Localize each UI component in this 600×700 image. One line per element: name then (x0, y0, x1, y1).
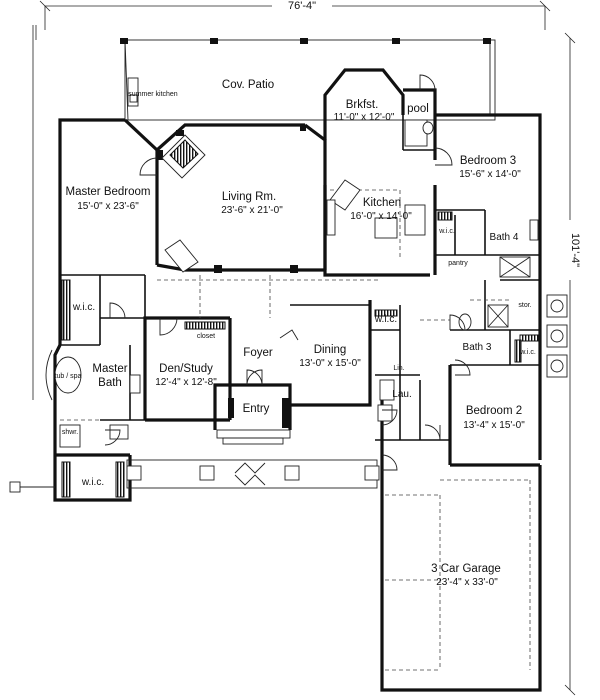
closets (61, 211, 539, 498)
bath-fixtures (45, 119, 531, 448)
room-wic-lower: w.i.c. (81, 477, 104, 488)
room-entry: Entry (243, 403, 270, 415)
room-brkfst-dims: 11'-0" x 12'-0" (334, 112, 395, 123)
room-bedroom-2-dims: 13'-4" x 15'-0" (463, 420, 525, 431)
dashed-lines (60, 189, 531, 671)
room-kitchen: Kitchen (363, 197, 401, 209)
room-pantry: pantry (448, 260, 468, 267)
room-brkfst: Brkfst. (346, 99, 379, 111)
right-dimension: 101'-4" (560, 32, 581, 696)
room-stor: stor. (518, 302, 531, 309)
room-lau: Lau. (392, 389, 411, 400)
columns (157, 125, 306, 428)
room-pool: pool (407, 103, 429, 115)
room-foyer: Foyer (243, 347, 273, 359)
room-dining: Dining (314, 344, 347, 356)
room-bath-4: Bath 4 (490, 232, 519, 243)
room-bedroom-3: Bedroom 3 (460, 155, 516, 167)
room-cov-patio: Cov. Patio (222, 79, 274, 91)
room-master-bedroom: Master Bedroom (65, 186, 150, 198)
overall-depth-label: 101'-4" (569, 233, 581, 267)
room-shwr: shwr. (62, 429, 78, 436)
room-bath-3: Bath 3 (463, 342, 492, 353)
room-master-bath: Master (92, 363, 127, 375)
room-den-study-dims: 12'-4" x 12'-8" (155, 377, 217, 388)
patio-outline (120, 38, 496, 121)
room-lin: Lin. (393, 365, 404, 372)
room-den-study: Den/Study (159, 363, 213, 375)
room-kitchen-dims: 16'-0" x 14'-0" (350, 211, 412, 222)
room-summer-kitchen: summer kitchen (128, 91, 178, 98)
room-garage-dims: 23'-4" x 33'-0" (436, 577, 498, 588)
top-dimension: 76'-4" (39, 0, 551, 30)
room-wic-master: w.i.c. (72, 302, 95, 313)
room-master-bath-sub: Bath (98, 377, 122, 389)
room-bedroom-3-dims: 15'-6" x 14'-0" (459, 169, 521, 180)
room-living-dims: 23'-6" x 21'-0" (221, 205, 283, 216)
room-tub-spa: tub / spa (55, 373, 82, 380)
front-porch (9, 429, 380, 493)
overall-width-label: 76'-4" (288, 0, 316, 12)
room-wic-bed3: w.i.c. (438, 228, 455, 235)
doors (104, 74, 471, 471)
room-bedroom-2: Bedroom 2 (466, 405, 522, 417)
room-labels: Cov. Patio summer kitchen Brkfst. 11'-0"… (55, 79, 536, 588)
room-garage: 3 Car Garage (431, 563, 501, 575)
room-wic-dining: w.i.c. (374, 314, 397, 325)
room-closet: closet (197, 333, 215, 340)
ac-units (529, 219, 568, 378)
living-fireplace (161, 134, 206, 273)
room-dining-dims: 13'-0" x 15'-0" (299, 358, 361, 369)
room-wic-bed2: w.i.c. (519, 349, 536, 356)
room-living: Living Rm. (222, 191, 276, 203)
room-master-bedroom-dims: 15'-0" x 23'-6" (77, 201, 139, 212)
kitchen-fixtures (326, 179, 426, 239)
